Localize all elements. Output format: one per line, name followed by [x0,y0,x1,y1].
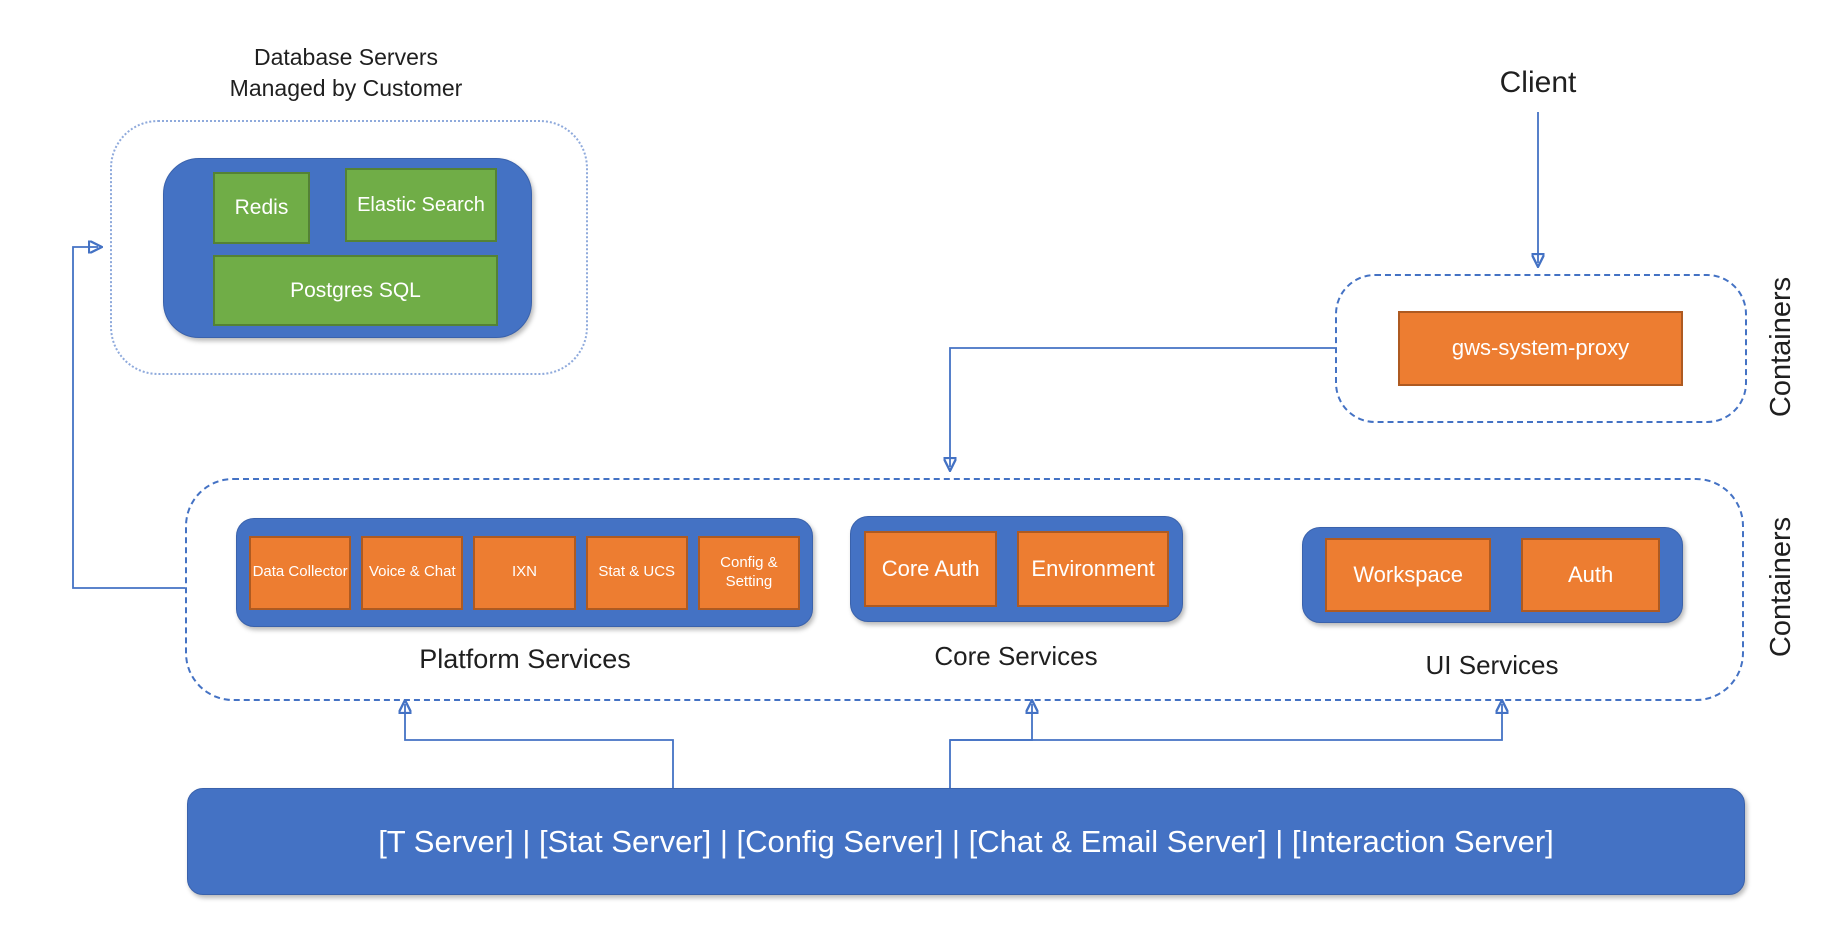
node-voice-chat: Voice & Chat [361,535,464,610]
database-group: Redis Elastic Search Postgres SQL [163,158,532,338]
client-label: Client [1499,66,1577,99]
ui-services-group: Workspace Auth [1302,527,1683,623]
proxy-containers-boundary [1335,274,1747,423]
node-gws-system-proxy: gws-system-proxy [1398,311,1683,386]
arrow-proxy-to-services [950,347,1335,467]
node-redis: Redis [213,172,310,244]
containers-label-services: Containers [1765,516,1797,658]
database-title-line1: Database Servers [253,44,439,70]
node-ixn: IXN [473,535,576,610]
database-title-line2: Managed by Customer [229,75,463,101]
arrow-bar-to-platform [405,704,674,788]
containers-label-proxy: Containers [1765,276,1797,418]
node-ui-auth: Auth [1521,538,1660,612]
platform-services-group: Data Collector Voice & Chat IXN Stat & U… [236,518,813,627]
node-config-setting: Config & Setting [697,535,801,610]
services-containers-boundary [185,478,1744,701]
node-core-auth: Core Auth [864,531,998,607]
node-environment: Environment [1017,531,1169,607]
core-services-label: Core Services [934,641,1098,671]
node-workspace: Workspace [1325,538,1492,612]
node-data-collector: Data Collector [249,535,352,610]
node-stat-ucs: Stat & UCS [585,535,688,610]
node-elastic-search: Elastic Search [345,168,497,242]
node-postgres-sql: Postgres SQL [213,255,498,326]
backend-servers-bar: [T Server] | [Stat Server] | [Config Ser… [187,788,1745,895]
arrow-bar-to-ui [950,704,1502,741]
arrow-bar-to-core [949,704,1032,788]
database-title: Database Servers Managed by Customer [146,42,546,104]
ui-services-label: UI Services [1425,650,1559,680]
platform-services-label: Platform Services [419,644,631,674]
core-services-group: Core Auth Environment [850,516,1183,622]
